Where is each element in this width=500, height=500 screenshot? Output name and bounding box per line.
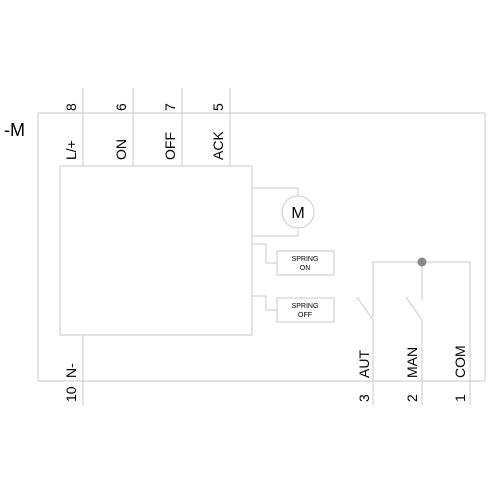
terminal-number-10: 10 xyxy=(63,386,79,402)
motor-label: M xyxy=(291,205,304,222)
terminal-number-2: 2 xyxy=(404,394,420,402)
spring-on-wire xyxy=(252,243,277,264)
spring-on-line1: SPRING xyxy=(292,256,319,263)
terminal-name-2: MAN xyxy=(404,347,420,378)
control-unit-box xyxy=(59,165,253,336)
spring-on-line2: ON xyxy=(300,265,311,272)
terminal-name-7: OFF xyxy=(162,132,178,160)
motor-symbol xyxy=(281,195,315,229)
aut-switch-blade xyxy=(356,296,374,321)
terminal-name-1: COM xyxy=(452,345,468,378)
terminal-name-8: L/+ xyxy=(63,140,79,160)
terminal-name-5: ACK xyxy=(210,131,226,160)
man-switch-blade xyxy=(405,296,423,321)
spring-on-box xyxy=(276,250,335,276)
spring-off-line2: OFF xyxy=(298,312,312,319)
terminal-number-6: 6 xyxy=(113,103,129,111)
motor-wire xyxy=(252,187,299,196)
terminal-name-10: N- xyxy=(63,363,79,378)
spring-off-box xyxy=(276,297,335,323)
terminal-number-8: 8 xyxy=(63,103,79,111)
device-id-label: -M xyxy=(4,120,25,140)
spring-off-wire xyxy=(252,295,277,311)
motor-wire-lower xyxy=(252,230,299,237)
terminal-number-1: 1 xyxy=(452,394,468,402)
terminal-number-5: 5 xyxy=(210,103,226,111)
terminal-name-3: AUT xyxy=(356,350,372,378)
spring-off-line1: SPRING xyxy=(292,303,319,310)
terminal-number-3: 3 xyxy=(356,394,372,402)
terminal-number-7: 7 xyxy=(162,103,178,111)
terminal-name-6: ON xyxy=(113,139,129,160)
junction-dot xyxy=(417,257,427,267)
